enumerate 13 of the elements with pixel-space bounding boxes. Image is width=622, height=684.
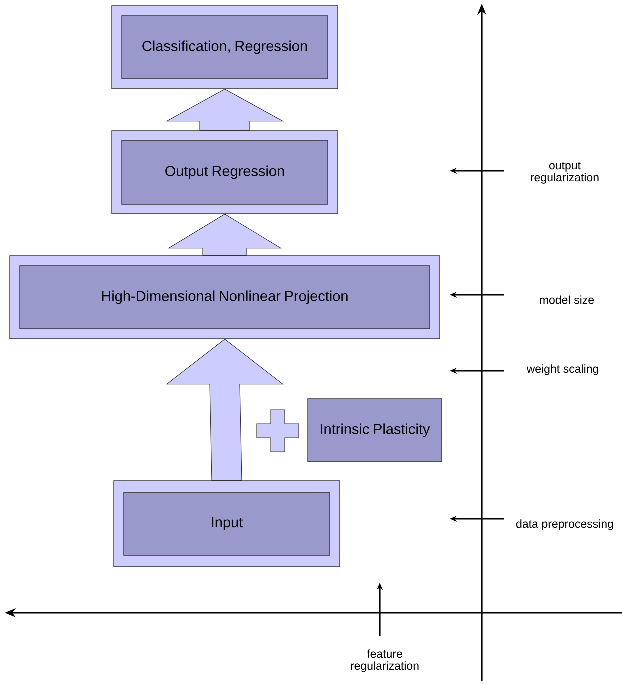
text-box: High-Dimensional Nonlinear Projection bbox=[20, 266, 430, 330]
text-box: Output Regression bbox=[122, 140, 328, 205]
axis-label: weight scaling bbox=[526, 364, 598, 376]
axis-label: output regularization bbox=[531, 162, 599, 184]
block-arrow bbox=[166, 89, 284, 131]
text-box: Classification, Regression bbox=[122, 16, 328, 80]
axis-label: data preprocessing bbox=[516, 520, 614, 530]
text-box: Intrinsic Plasticity bbox=[308, 398, 442, 462]
block-arrow bbox=[168, 214, 282, 256]
axis-label: model size bbox=[540, 296, 594, 304]
text-box: Input bbox=[124, 492, 330, 556]
block-arrow bbox=[166, 338, 284, 481]
axis-label: feature regularization bbox=[351, 650, 419, 672]
